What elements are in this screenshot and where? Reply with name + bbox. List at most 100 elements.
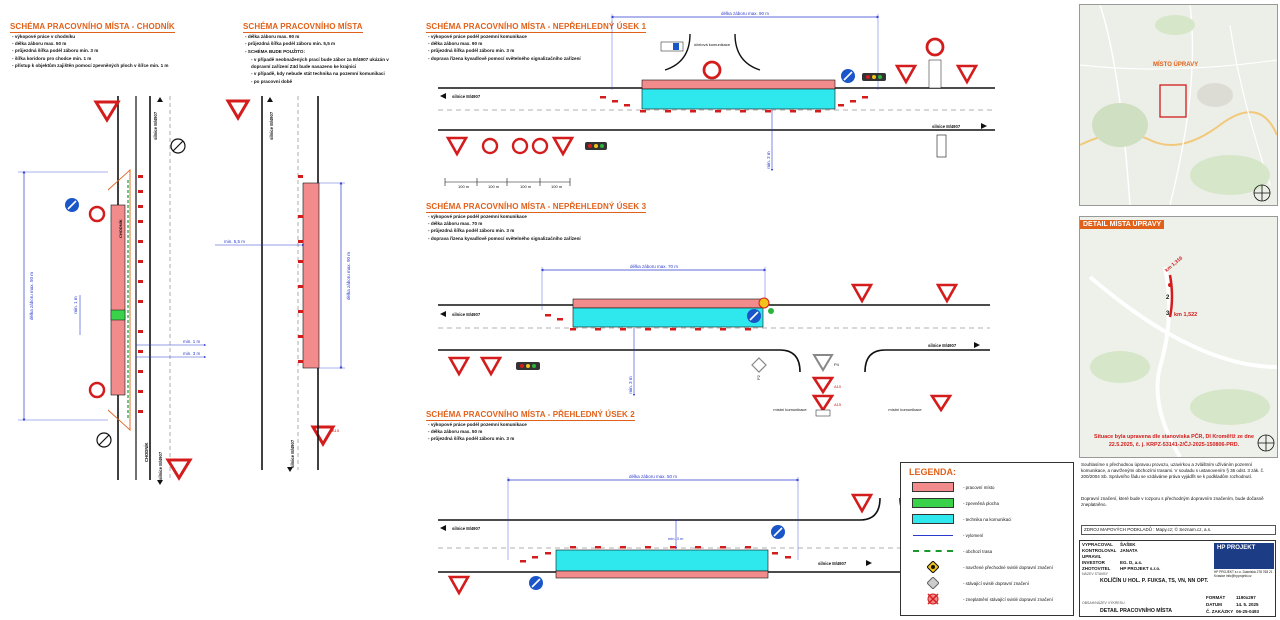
sign-code: P4 [834,362,840,367]
prac-misto-subhead: - SCHÉMA BUDE POUŽITO: [245,49,305,54]
notes-prac-misto: délka záboru max. 90 m průjezdná šířka p… [245,33,335,47]
notes-chodnik: výkopové práce v chodníku délka záboru m… [12,33,169,69]
legend-item: - stávající svislé dopravní značení [909,577,1029,589]
dim-label: min. 1 m [73,296,78,314]
chodnik-label: CHODNÍK [118,219,123,238]
warning-sign-icon [929,394,953,413]
note-item: délka záboru max. 70 m [428,220,581,227]
warning-sign-icon [479,356,503,377]
detail-map-title: DETAIL MÍSTA ÚPRAVY [1080,220,1165,229]
notes-usek2: výkopové práce podél pozemní komunikace … [428,421,527,443]
warning-sign-icon [955,64,979,85]
legend-item: - navržené přechodné svislé dopravní zna… [909,561,1053,573]
note-item: doprava řízena kyvadlově pomocí světelné… [428,55,581,62]
overview-map: MÍSTO ÚPRAVY [1079,4,1278,206]
speed-limit-sign-icon [531,137,549,155]
invalidated-sign-icon [927,593,939,605]
road-label: silnice III/4907 [818,561,847,566]
schematics-canvas: délka záboru max. 50 m min. 1 m min. 1 m… [18,11,995,596]
dim-label: min. 1 m [183,339,201,344]
consent-text: Souhlasíme s přechodnou úpravou provozu,… [1081,462,1265,480]
scheme-usek2: délka záboru max. 50 m min. 3 m silnice … [438,474,990,596]
info-sign-icon [928,59,942,89]
note-item: průjezdná šířka podél záboru min. 3 m [428,227,581,234]
consent-text-2: Dopravní značení, které bude v rozporu s… [1081,496,1264,508]
dim-100: 100 m [551,184,563,189]
road-label: silnice III/4907 [452,526,481,531]
existing-sign-icon [927,577,939,589]
info-sign-icon [936,134,947,158]
side-road-label: místní komunikace [888,407,922,412]
note-item: délka záboru max. 50 m [12,40,169,47]
company-logo: HP PROJEKT [1214,543,1274,569]
new-sign-icon [927,561,939,573]
work-area [572,298,764,309]
map-label: MÍSTO ÚPRAVY [1153,62,1199,68]
note-item: doprava řízena kyvadlově pomocí světelné… [428,235,581,242]
point-label: 3 [1166,311,1170,317]
notes-usek1: výkopové práce podél pozemní komunikace … [428,33,581,62]
situation-note: Situace byla upravena dle stanoviska PČR… [1094,434,1254,448]
work-area [641,79,836,90]
dim-label: min. 5,5 m [224,239,245,244]
tech-area [555,549,769,572]
traffic-light-icon [758,297,770,309]
scheme-usek3: délka záboru max. 70 m min. 3 m silnice … [438,264,990,417]
yield-sign-icon [812,354,834,372]
warning-sign-icon [447,575,471,596]
paved-area [110,309,126,321]
warning-sign-icon [310,425,336,447]
dim-label: min. 3 m [183,351,201,356]
warning-sign-icon [850,493,874,514]
road-label: silnice III/4907 [158,451,163,480]
no-entry-sign-icon [702,60,722,80]
scheme-chodnik: délka záboru max. 50 m min. 1 m min. 1 m… [18,96,340,485]
note-item: šířka koridoru pro chodce min. 1 m [12,55,169,62]
chodnik-label: CHODNÍK [144,442,149,462]
map-highlight-box [1159,84,1187,118]
map-source: ZDROJ MAPOVÝCH PODKLADŮ : Mapy.cz; © Sez… [1081,525,1276,536]
road-label: silnice III/4907 [932,124,961,129]
stavba-label: NÁZEV STAVBY [1082,572,1108,576]
scheme-prac-misto: délka záboru max. 90 m min. 5,5 m silnic… [215,96,351,472]
side-road-label: místní komunikace [773,407,807,412]
work-area [555,570,769,579]
note-item: průjezdná šířka podél záboru min. 3 m [12,47,169,54]
detail-map-canvas [1080,217,1277,457]
no-overtaking-sign-icon [511,137,529,155]
note-item: výkopové práce podél pozemní komunikace [428,33,581,40]
route-highlight [1168,274,1174,318]
speed-limit-sign-icon [925,37,945,57]
road-label: silnice III/4907 [452,94,481,99]
legend-item: - pracovní místo [909,481,994,493]
warning-sign-icon [811,376,835,395]
notes-usek3: výkopové práce podél pozemní komunikace … [428,213,581,242]
note-item: v případě, kdy nebude stát technika na p… [251,70,391,77]
note-item: průjezdná šířka podél záboru min. 3 m [428,47,581,54]
dim-label: min. 3 m [766,151,771,169]
dim-label: min. 3 m [668,536,684,541]
warning-sign-icon [551,136,575,157]
tech-area [641,88,836,110]
no-entry-sign-icon [88,381,106,399]
stavba-name: KOLÍČÍN U HOL. P. FUKSA, TS, VN, NN OPT. [1100,578,1209,584]
warning-sign-icon [894,64,918,85]
legend-item: - zpevněná plocha [909,497,999,509]
legend-item: - technika na komunikaci [909,513,1011,525]
note-item: výkopové práce v chodníku [12,33,169,40]
speed-limit-sign-icon [481,137,499,155]
dim-100: 100 m [488,184,500,189]
warning-sign-icon [811,394,835,413]
dim-label: délka záboru max. 70 m [630,264,678,269]
note-item: délka záboru max. 90 m [428,40,581,47]
obsah-label: OBSAH/NÁZEV VÝKRESU [1082,601,1125,605]
note-item: výkopové práce podél pozemní komunikace [428,213,581,220]
title-usek2: SCHÉMA PRACOVNÍHO MÍSTA - PŘEHLEDNÝ ÚSEK… [426,410,635,421]
note-item: průjezdná šířka podél záboru min. 3 m [428,435,527,442]
point-label: 2 [1166,295,1170,301]
obsah-name: DETAIL PRACOVNÍHO MÍSTA [1100,608,1173,614]
road-label: silnice III/4907 [452,312,481,317]
overview-map-canvas [1080,5,1277,205]
no-entry-sign-icon [88,205,106,223]
dim-100: 100 m [520,184,532,189]
